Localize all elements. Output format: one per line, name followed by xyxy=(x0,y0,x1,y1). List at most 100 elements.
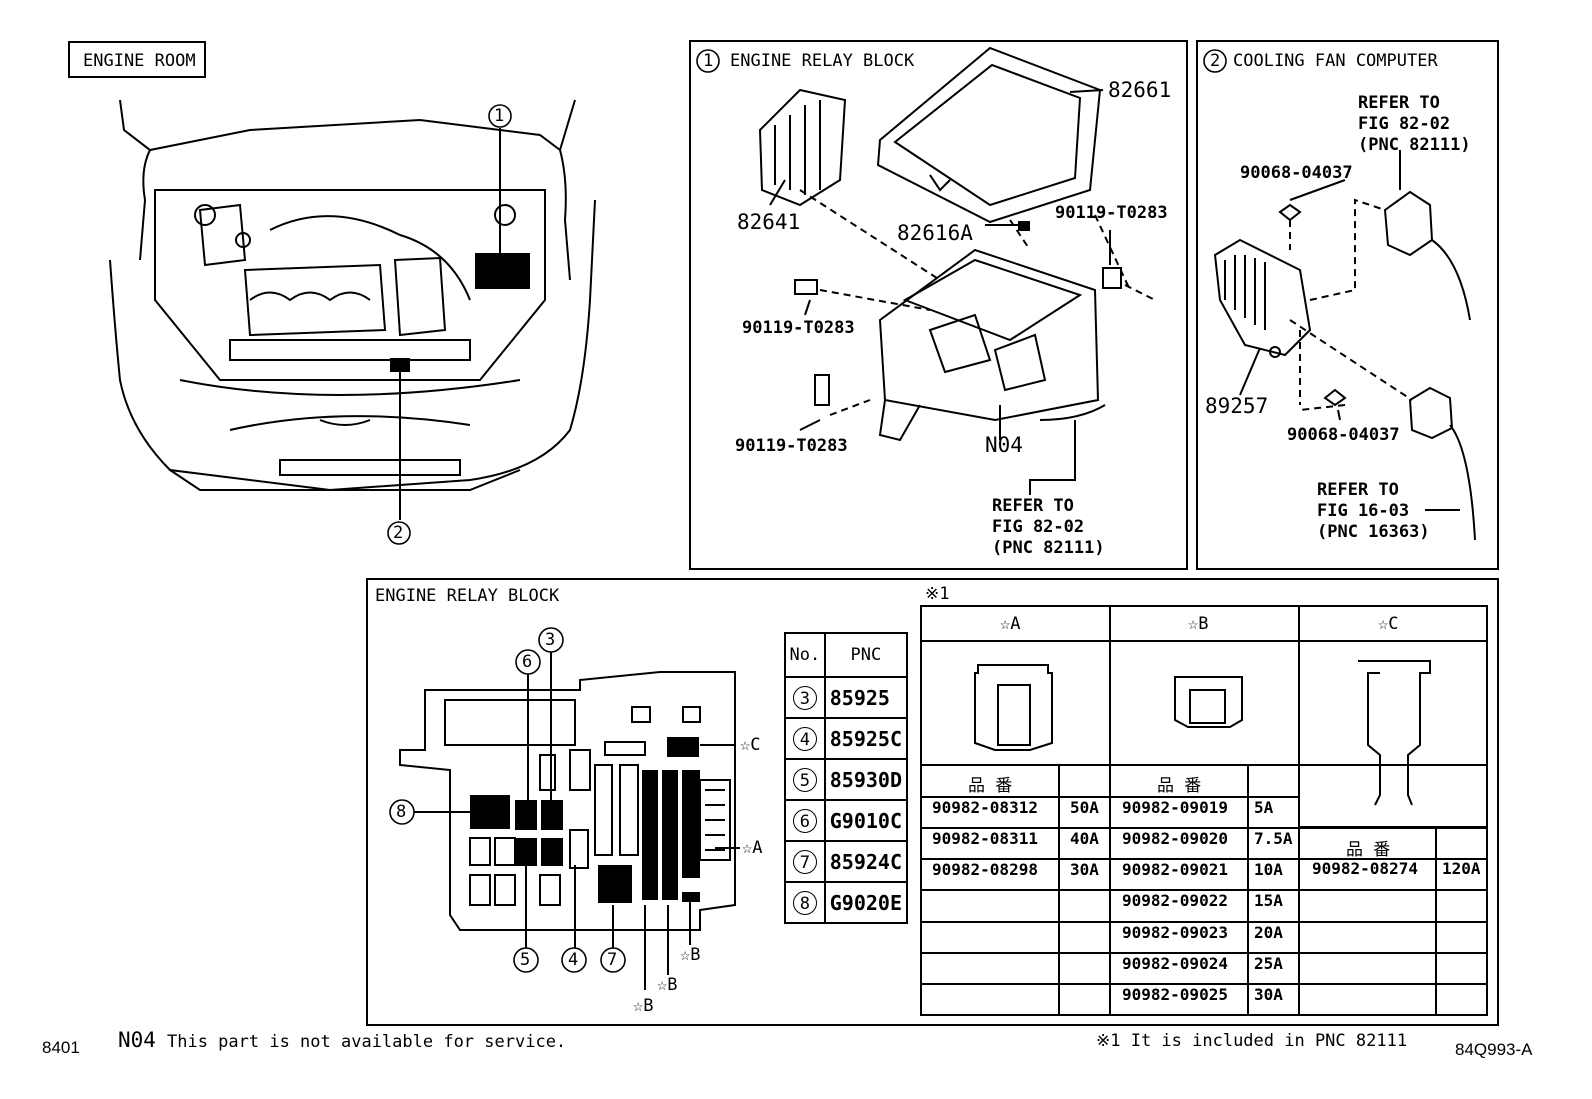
fuse-b-part-number: 90982-09023 xyxy=(1122,923,1228,942)
fuse-a-part-number: 90982-08311 xyxy=(932,829,1038,848)
fuse-header-b: ☆B xyxy=(1188,614,1209,634)
callout-8: 8 xyxy=(396,802,407,822)
fan-refer-bottom-1: REFER TO xyxy=(1317,480,1399,500)
part-82641: 82641 xyxy=(737,210,801,234)
fuse-c-part-number: 90982-08274 xyxy=(1312,859,1418,878)
relay-block-panel xyxy=(689,40,1188,570)
fuse-b-amperage: 30A xyxy=(1254,985,1283,1004)
fuse-b-part-number: 90982-09025 xyxy=(1122,985,1228,1004)
fuse-b-part-number: 90982-09020 xyxy=(1122,829,1228,848)
fuse-b-part-number: 90982-09022 xyxy=(1122,891,1228,910)
fan-bolt-bottom: 90068-04037 xyxy=(1287,425,1400,445)
fuse-a-part-number: 90982-08298 xyxy=(932,860,1038,879)
fuse-header-c: ☆C xyxy=(1378,614,1399,634)
pnc-row-code: 85924C xyxy=(823,840,909,883)
pnc-row-no: 7 xyxy=(784,840,826,883)
footer-n04: N04 xyxy=(118,1028,156,1052)
pnc-row-no: 8 xyxy=(784,881,826,924)
pnc-row-code: G9020E xyxy=(823,881,909,924)
pnc-row-no: 6 xyxy=(784,799,826,842)
pnc-header-no: No. xyxy=(784,632,826,678)
fuse-header-a: ☆A xyxy=(1000,614,1021,634)
star-b-label-1: ☆B xyxy=(633,996,654,1016)
pnc-row-no: 4 xyxy=(784,717,826,760)
part-82616a: 82616A xyxy=(897,221,973,245)
fuse-b-part-number: 90982-09024 xyxy=(1122,954,1228,973)
fan-bolt-top: 90068-04037 xyxy=(1240,163,1353,183)
callout-6: 6 xyxy=(522,652,533,672)
cooling-fan-panel-num: 2 xyxy=(1210,51,1221,71)
fuse-b-amperage: 7.5A xyxy=(1254,829,1293,848)
callout-4: 4 xyxy=(568,950,579,970)
fuse-a-part-label: 品 番 xyxy=(968,776,1013,796)
engine-room-title-box: ENGINE ROOM xyxy=(68,41,206,78)
engine-room-callout-2: 2 xyxy=(393,523,404,543)
relay-layout-panel xyxy=(366,578,1499,1026)
fan-refer-top-1: REFER TO xyxy=(1358,93,1440,113)
pnc-row-code: G9010C xyxy=(823,799,909,842)
cooling-fan-panel xyxy=(1196,40,1499,570)
fuse-c-part-label: 品 番 xyxy=(1346,840,1391,860)
fuse-note-mark: ※1 xyxy=(925,584,950,604)
figure-code: 84Q993-A xyxy=(1455,1040,1533,1059)
relay-layout-title: ENGINE RELAY BLOCK xyxy=(375,586,560,606)
fuse-table: ☆A ☆B ☆C 品 番 品 番 品 番 90982-08312 50A 90982… xyxy=(920,605,1488,1016)
pnc-row-code: 85930D xyxy=(823,758,909,801)
pnc-row-no-circle: 8 xyxy=(792,891,817,915)
relay-block-panel-title: ENGINE RELAY BLOCK xyxy=(730,51,915,71)
callout-3: 3 xyxy=(545,630,556,650)
cooling-fan-panel-title: COOLING FAN COMPUTER xyxy=(1233,51,1438,71)
part-bolt-bottom: 90119-T0283 xyxy=(735,436,848,456)
footer-n04-note: This part is not available for service. xyxy=(167,1032,567,1052)
callout-7: 7 xyxy=(607,950,618,970)
fuse-b-part-label: 品 番 xyxy=(1157,776,1202,796)
star-c-label: ☆C xyxy=(740,735,761,755)
fan-refer-top-2: FIG 82-02 xyxy=(1358,114,1451,134)
pnc-row-code: 85925C xyxy=(823,717,909,760)
fuse-b-amperage: 5A xyxy=(1254,798,1274,817)
fuse-c-amperage: 120A xyxy=(1442,859,1481,878)
fuse-a-amperage: 50A xyxy=(1070,798,1099,817)
fuse-a-amperage: 40A xyxy=(1070,829,1099,848)
page-number: 8401 xyxy=(42,1038,80,1057)
engine-room-callout-1: 1 xyxy=(494,106,505,126)
star-a-label: ☆A xyxy=(742,838,763,858)
part-89257: 89257 xyxy=(1205,394,1269,418)
fuse-b-amperage: 25A xyxy=(1254,954,1283,973)
pnc-row-no-circle: 4 xyxy=(792,727,817,751)
part-n04: N04 xyxy=(985,433,1023,457)
fuse-b-part-number: 90982-09021 xyxy=(1122,860,1228,879)
pnc-row-no: 3 xyxy=(784,676,826,719)
part-bolt-top: 90119-T0283 xyxy=(1055,203,1168,223)
star-b-label-3: ☆B xyxy=(680,945,701,965)
pnc-row-no: 5 xyxy=(784,758,826,801)
pnc-header-pnc: PNC xyxy=(823,632,909,678)
fuse-a-part-number: 90982-08312 xyxy=(932,798,1038,817)
fan-refer-top-3: (PNC 82111) xyxy=(1358,135,1471,155)
fuse-a-amperage: 30A xyxy=(1070,860,1099,879)
pnc-row-code: 85925 xyxy=(823,676,909,719)
fuse-b-part-number: 90982-09019 xyxy=(1122,798,1228,817)
fuse-b-amperage: 20A xyxy=(1254,923,1283,942)
relay-refer-line-2: FIG 82-02 xyxy=(992,517,1085,537)
pnc-row-no-circle: 3 xyxy=(792,686,817,710)
fan-refer-bottom-3: (PNC 16363) xyxy=(1317,522,1430,542)
footer-note-1: ※1 It is included in PNC 82111 xyxy=(1096,1031,1408,1051)
star-b-label-2: ☆B xyxy=(657,975,678,995)
part-bolt-left: 90119-T0283 xyxy=(742,318,855,338)
pnc-row-no-circle: 7 xyxy=(792,850,817,874)
fuse-b-amperage: 10A xyxy=(1254,860,1283,879)
relay-refer-line-1: REFER TO xyxy=(992,496,1074,516)
part-82661: 82661 xyxy=(1108,78,1172,102)
fuse-b-amperage: 15A xyxy=(1254,891,1283,910)
